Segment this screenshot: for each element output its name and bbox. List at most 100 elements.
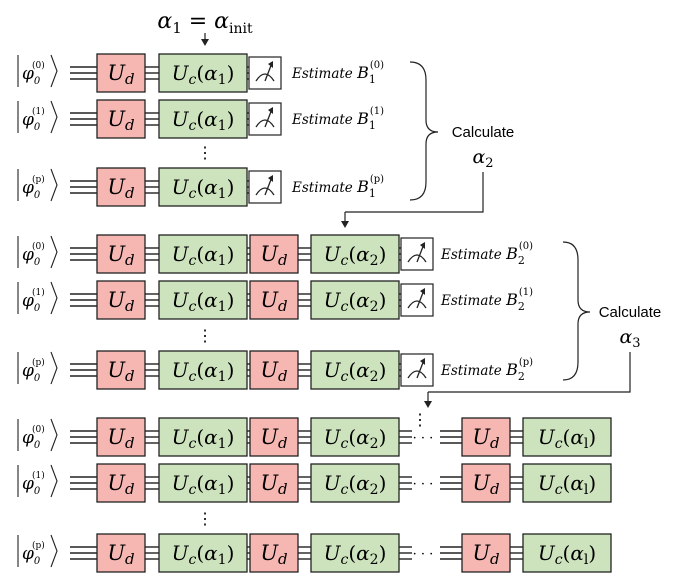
ket-superscript: (0): [32, 60, 45, 71]
wire-bundle: [399, 430, 412, 444]
ket-superscript: (p): [32, 357, 45, 368]
uc-gate-box: [158, 350, 248, 390]
ud-gate-label: Ud: [260, 425, 287, 452]
ud-gate: Ud: [249, 533, 299, 573]
uc-gate-box: [158, 167, 248, 207]
ud-gate-box: [249, 350, 299, 390]
ket-superscript: (1): [32, 287, 45, 298]
vertical-ellipsis: ⋮: [412, 410, 428, 429]
ud-gate-label: Ud: [260, 288, 287, 315]
meter-arc: [407, 370, 427, 379]
ket-angle: [50, 418, 58, 452]
meter-icon: [400, 283, 434, 317]
ud-gate-label: Ud: [107, 175, 134, 202]
wire-bundle: [510, 476, 523, 490]
estimate-label: Estimate B2(1): [440, 287, 533, 313]
ud-gate: Ud: [461, 533, 511, 573]
uc-gate-label: Uc(αl): [538, 471, 596, 498]
bracket-stage-1: [409, 61, 439, 201]
uc-gate-box: [310, 417, 400, 457]
uc-gate: Uc(αl): [522, 463, 612, 503]
feedback-arrow-1: [341, 212, 349, 228]
uc-gate: Uc(α1): [158, 53, 248, 93]
ud-gate: Ud: [461, 463, 511, 503]
meter-box: [400, 283, 434, 317]
meter-arc: [255, 187, 275, 196]
vertical-ellipsis: ⋮: [197, 143, 213, 162]
wire-bundle: [70, 293, 97, 307]
uc-gate-label: Uc(α1): [172, 358, 235, 385]
uc-gate-label: Uc(α2): [324, 242, 387, 269]
ket-superscript: (0): [32, 424, 45, 435]
calculate-label: Calculate: [452, 124, 515, 141]
uc-gate-box: [310, 234, 400, 274]
estimate-label: Estimate B1(p): [291, 174, 384, 200]
wire-bundle: [145, 66, 159, 80]
ud-gate: Ud: [96, 533, 146, 573]
ud-gate: Ud: [96, 167, 146, 207]
uc-gate-box: [522, 417, 612, 457]
ud-gate-label: Ud: [107, 242, 134, 269]
ud-gate: Ud: [461, 417, 511, 457]
uc-gate-box: [158, 234, 248, 274]
wire-bundle: [70, 180, 97, 194]
uc-gate-box: [310, 533, 400, 573]
meter-box: [248, 56, 282, 90]
meter-box: [248, 102, 282, 136]
uc-gate-box: [522, 463, 612, 503]
ud-gate-label: Ud: [472, 425, 499, 452]
horizontal-ellipsis: · · ·: [413, 477, 434, 492]
feedback-line-2: [428, 352, 631, 393]
uc-gate-box: [158, 533, 248, 573]
wire-bundle: [145, 546, 159, 560]
ket-label: φ0: [22, 245, 41, 268]
uc-gate-label: Uc(α2): [324, 358, 387, 385]
alpha-init-label: α1 = αinit: [157, 9, 253, 37]
ket-label: φ0: [22, 474, 41, 497]
uc-gate-box: [522, 533, 612, 573]
meter-arrowhead: [420, 242, 425, 249]
wire-bundle: [510, 430, 523, 444]
uc-gate: Uc(α2): [310, 234, 400, 274]
wire-bundle: [145, 476, 159, 490]
meter-arc: [255, 119, 275, 128]
wire-bundle: [440, 430, 462, 444]
meter-icon: [400, 237, 434, 271]
ud-gate-box: [96, 234, 146, 274]
uc-gate-box: [158, 99, 248, 139]
calculate-symbol: α3: [619, 326, 640, 351]
ud-gate: Ud: [96, 350, 146, 390]
uc-gate: Uc(α1): [158, 280, 248, 320]
ud-gate: Ud: [96, 234, 146, 274]
input-ket: φ0(0): [17, 235, 58, 269]
uc-gate-box: [158, 53, 248, 93]
arrow-head: [201, 39, 209, 46]
wire-bundle: [298, 546, 311, 560]
input-ket: φ0(p): [17, 351, 58, 385]
ud-gate-box: [96, 350, 146, 390]
uc-gate: Uc(α2): [310, 533, 400, 573]
wire-bundle: [70, 112, 97, 126]
wire-bundle: [70, 430, 97, 444]
wire-bundle: [298, 247, 311, 261]
uc-gate: Uc(α1): [158, 533, 248, 573]
wire-bundle: [70, 363, 97, 377]
meter-arrowhead: [268, 61, 273, 68]
uc-gate-label: Uc(α2): [324, 471, 387, 498]
wire-bundle: [145, 112, 159, 126]
uc-gate: Uc(α2): [310, 350, 400, 390]
uc-gate-box: [158, 463, 248, 503]
ud-gate-label: Ud: [107, 471, 134, 498]
ket-angle: [50, 54, 58, 88]
horizontal-ellipsis: · · ·: [413, 431, 434, 446]
ket-angle: [50, 168, 58, 202]
ud-gate-box: [461, 463, 511, 503]
meter-arc: [255, 73, 275, 82]
meter-icon: [248, 170, 282, 204]
ket-superscript: (1): [32, 106, 45, 117]
bracket-stage-2: [562, 241, 591, 381]
wire-bundle: [440, 476, 462, 490]
uc-gate: Uc(αl): [522, 417, 612, 457]
